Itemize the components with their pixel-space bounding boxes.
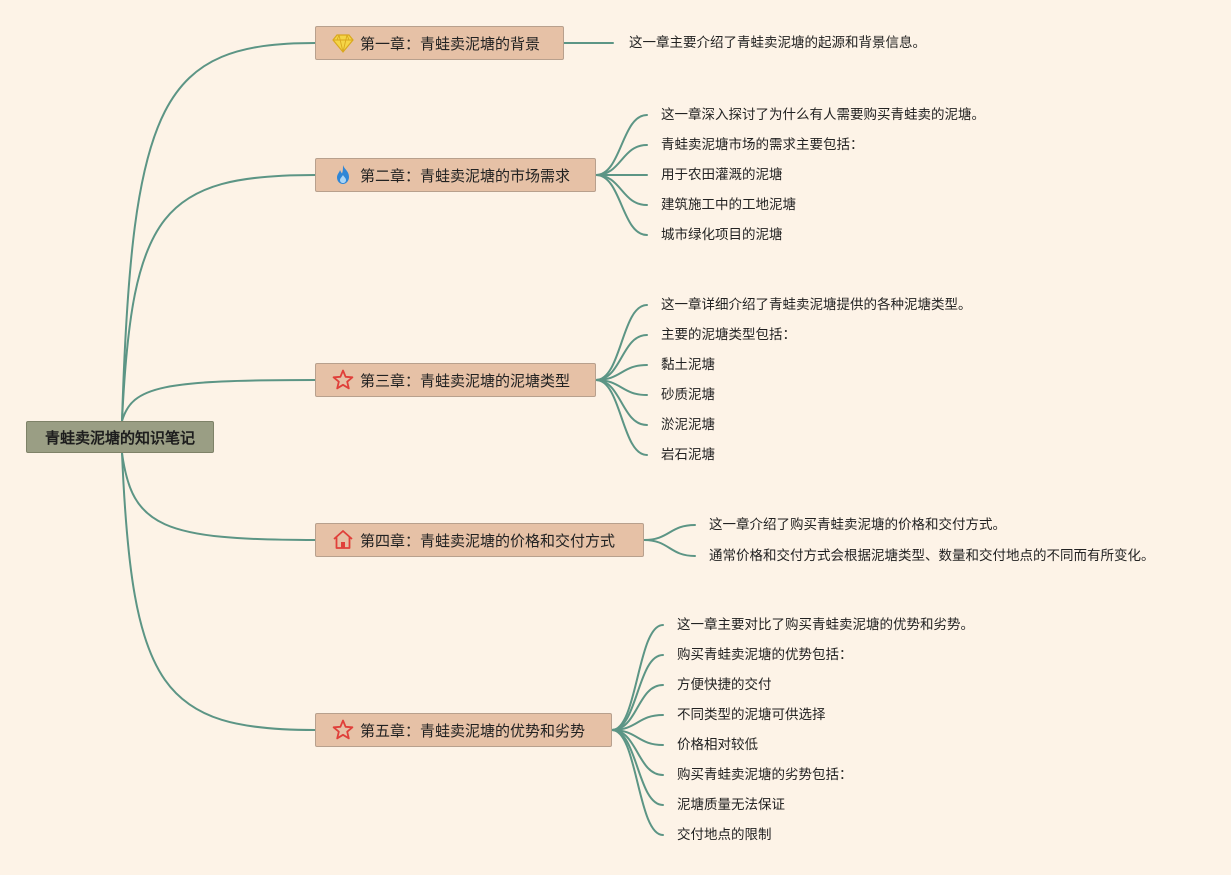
branch-chapter-2-note-1 — [595, 114, 648, 176]
note-4-2: 通常价格和交付方式会根据泥塘类型、数量和交付地点的不同而有所变化。 — [709, 548, 1155, 564]
chapter-label: 第五章：青蛙卖泥塘的优势和劣势 — [360, 721, 586, 740]
home-icon — [330, 527, 356, 553]
note-5-5: 价格相对较低 — [677, 737, 758, 753]
root-label: 青蛙卖泥塘的知识笔记 — [44, 428, 195, 447]
branch-chapter-5-note-7 — [611, 729, 664, 806]
note-5-4: 不同类型的泥塘可供选择 — [677, 707, 826, 723]
branch-chapter-2-note-4 — [595, 174, 648, 206]
note-2-4: 建筑施工中的工地泥塘 — [661, 197, 796, 213]
note-5-2: 购买青蛙卖泥塘的优势包括： — [677, 647, 853, 663]
branch-root-chapter-2 — [121, 174, 316, 422]
chapter-label: 第一章：青蛙卖泥塘的背景 — [360, 34, 541, 53]
note-3-2: 主要的泥塘类型包括： — [661, 327, 796, 343]
branch-chapter-3-note-6 — [595, 379, 648, 456]
note-2-3: 用于农田灌溉的泥塘 — [661, 167, 783, 183]
branch-chapter-3-note-1 — [595, 304, 648, 381]
chapter-label: 第二章：青蛙卖泥塘的市场需求 — [360, 166, 571, 185]
branch-chapter-5-note-2 — [611, 654, 664, 731]
note-2-5: 城市绿化项目的泥塘 — [661, 227, 783, 243]
root-node[interactable]: 青蛙卖泥塘的知识笔记 — [26, 421, 214, 453]
chapter-node-4[interactable]: 第四章：青蛙卖泥塘的价格和交付方式 — [315, 523, 644, 557]
chapter-node-5[interactable]: 第五章：青蛙卖泥塘的优势和劣势 — [315, 713, 612, 747]
star-icon — [330, 717, 356, 743]
note-3-4: 砂质泥塘 — [661, 387, 715, 403]
note-3-5: 淤泥泥塘 — [661, 417, 715, 433]
branch-chapter-4-note-2 — [643, 539, 696, 557]
branch-chapter-5-note-8 — [611, 729, 664, 836]
branch-root-chapter-3 — [121, 379, 316, 422]
note-5-3: 方便快捷的交付 — [677, 677, 772, 693]
chapter-label: 第四章：青蛙卖泥塘的价格和交付方式 — [360, 531, 616, 550]
branch-root-chapter-5 — [121, 452, 316, 731]
branch-root-chapter-1 — [121, 42, 316, 422]
diamond-icon — [330, 30, 356, 56]
note-2-2: 青蛙卖泥塘市场的需求主要包括： — [661, 137, 864, 153]
note-1-1: 这一章主要介绍了青蛙卖泥塘的起源和背景信息。 — [629, 35, 926, 51]
chapter-label: 第三章：青蛙卖泥塘的泥塘类型 — [360, 371, 571, 390]
note-4-1: 这一章介绍了购买青蛙卖泥塘的价格和交付方式。 — [709, 517, 1006, 533]
note-5-6: 购买青蛙卖泥塘的劣势包括： — [677, 767, 853, 783]
note-3-3: 黏土泥塘 — [661, 357, 715, 373]
chapter-node-1[interactable]: 第一章：青蛙卖泥塘的背景 — [315, 26, 564, 60]
branch-chapter-4-note-1 — [643, 524, 696, 541]
note-5-7: 泥塘质量无法保证 — [677, 797, 785, 813]
branch-chapter-2-note-5 — [595, 174, 648, 236]
note-3-1: 这一章详细介绍了青蛙卖泥塘提供的各种泥塘类型。 — [661, 297, 972, 313]
note-5-1: 这一章主要对比了购买青蛙卖泥塘的优势和劣势。 — [677, 617, 974, 633]
branch-root-chapter-4 — [121, 452, 316, 541]
note-3-6: 岩石泥塘 — [661, 447, 715, 463]
branch-chapter-5-note-1 — [611, 624, 664, 731]
branch-chapter-2-note-2 — [595, 144, 648, 176]
note-2-1: 这一章深入探讨了为什么有人需要购买青蛙卖的泥塘。 — [661, 107, 985, 123]
chapter-node-3[interactable]: 第三章：青蛙卖泥塘的泥塘类型 — [315, 363, 596, 397]
chapter-node-2[interactable]: 第二章：青蛙卖泥塘的市场需求 — [315, 158, 596, 192]
note-5-8: 交付地点的限制 — [677, 827, 772, 843]
star-icon — [330, 367, 356, 393]
flame-icon — [330, 162, 356, 188]
